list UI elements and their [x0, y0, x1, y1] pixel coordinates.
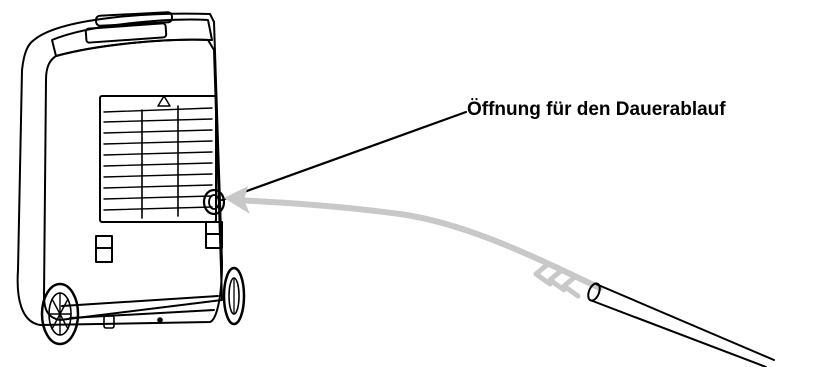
- wheel-right-icon: [222, 266, 246, 326]
- arrow-chevron-2: [547, 267, 567, 293]
- warning-triangle-icon: [157, 95, 171, 107]
- cord-hook-right: [205, 221, 223, 249]
- callout-label: Öffnung für den Dauerablauf: [467, 99, 726, 120]
- dehumidifier-icon: [16, 11, 246, 346]
- wheel-left-icon: [40, 282, 80, 346]
- screw-dot: [157, 317, 163, 323]
- device-base: [61, 295, 219, 319]
- drain-hose-icon: [587, 282, 775, 367]
- arrow-shaft: [231, 197, 603, 291]
- arrow-chevron-1: [533, 261, 553, 287]
- drain-opening-icon: [202, 188, 226, 216]
- cord-hook-left: [95, 235, 113, 263]
- air-grille: [99, 95, 217, 223]
- handle-slot: [94, 11, 174, 27]
- control-panel-recess: [84, 22, 168, 44]
- callout-leader-line: [220, 110, 468, 202]
- arrow-head: [224, 186, 250, 214]
- hose-end: [587, 282, 601, 302]
- power-socket: [103, 315, 115, 329]
- arrow-chevron-3: [561, 273, 581, 299]
- device-side-shell: [16, 12, 223, 326]
- device-back-panel: [43, 38, 223, 321]
- insertion-arrow-icon: [224, 186, 603, 299]
